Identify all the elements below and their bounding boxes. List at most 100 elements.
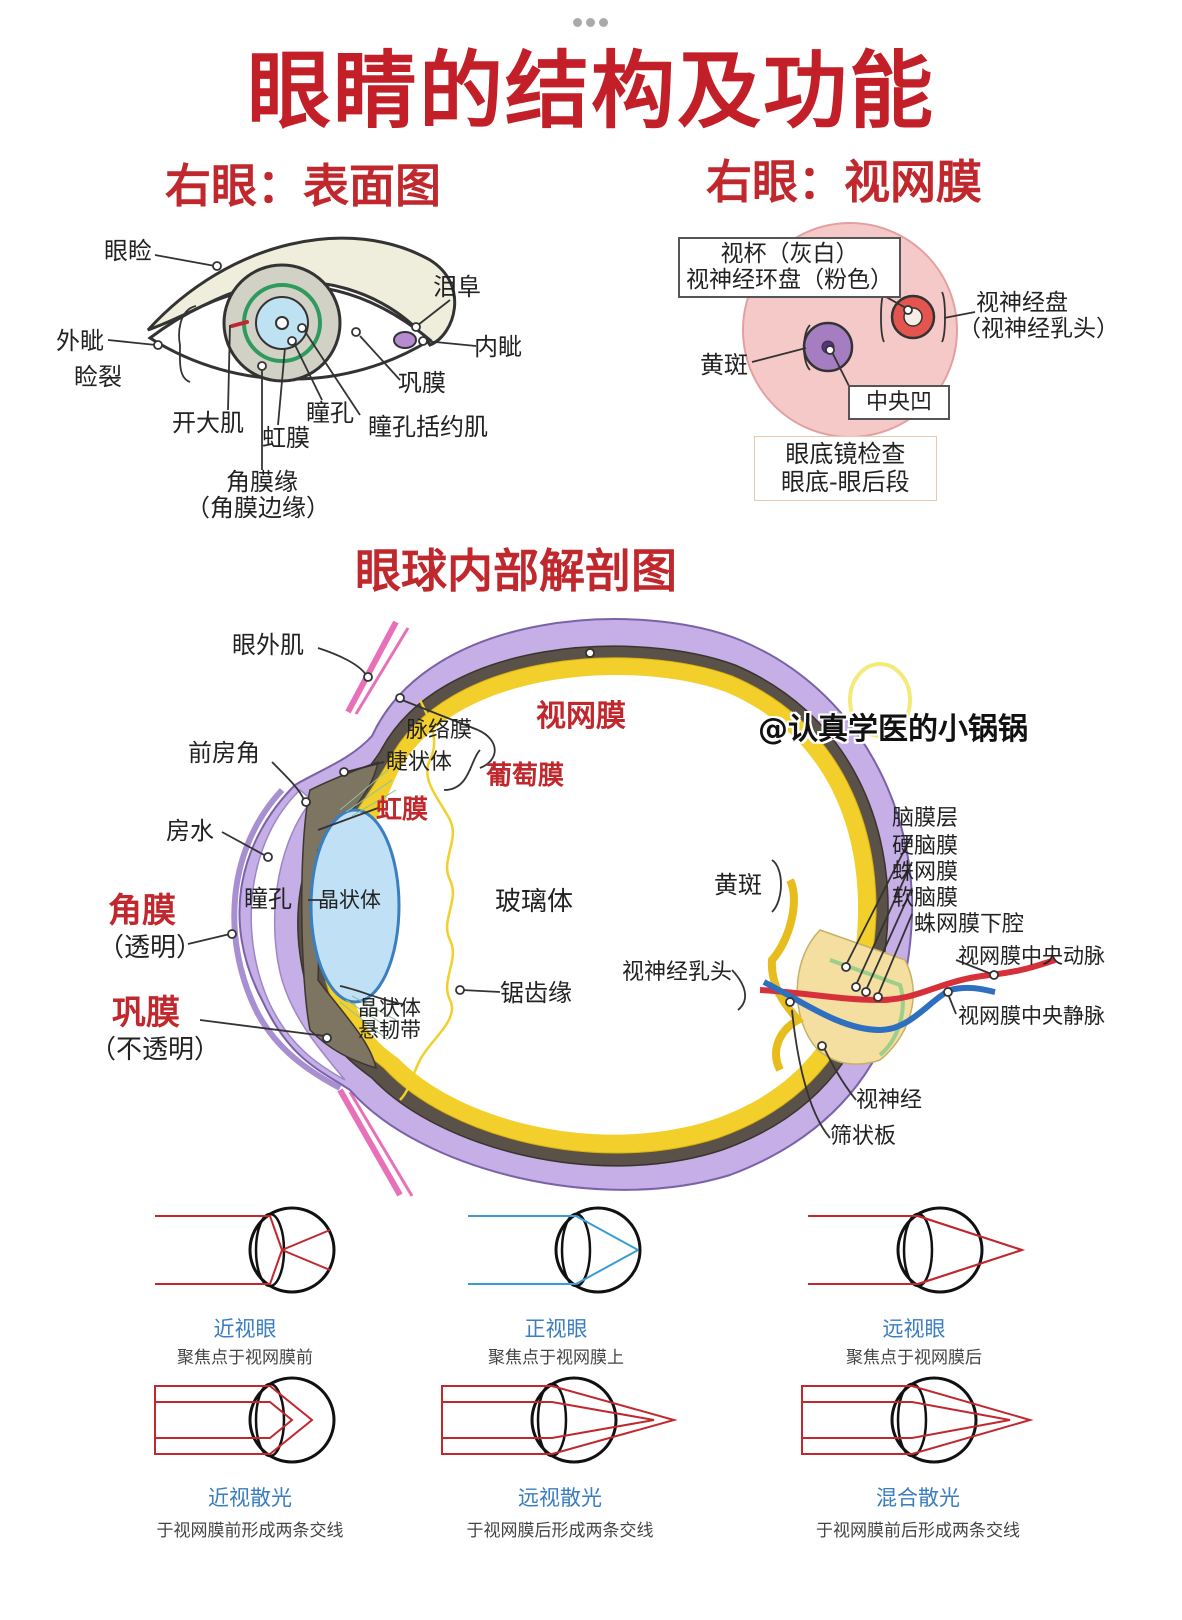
eye-circle-0 [248, 1206, 336, 1294]
label-fovea: 中央凹 [848, 385, 951, 421]
lens [309, 808, 401, 1004]
ray-desc-myopia: 聚焦点于视网膜前 [177, 1348, 313, 1368]
lens-ellipse-2 [902, 1212, 934, 1288]
label-fundus-line1: 眼底镜检查 [785, 440, 906, 468]
label-aqueous: 房水 [166, 817, 214, 845]
label-cup-line2: 视神经环盘（粉色） [686, 267, 893, 294]
label-artery: 视网膜中央动脉 [958, 944, 1105, 968]
eye-circle-2 [896, 1206, 984, 1294]
ray-top-2 [808, 1215, 1023, 1251]
extraocular-muscle-bottom2 [348, 1091, 414, 1197]
label-pupil: 瞳孔 [244, 885, 292, 913]
anatomy-heading: 眼球内部解剖图 [355, 544, 677, 598]
label-eyelid: 眼睑 [104, 237, 152, 265]
extraocular-muscle-top [345, 620, 399, 714]
label-limbus: 角膜缘 [226, 468, 298, 496]
label-zonule-1: 晶状体 [358, 996, 421, 1020]
ray-title-myopic-astig: 近视散光 [208, 1486, 292, 1510]
extraocular-muscle-top2 [354, 627, 410, 715]
lens-ellipse-3 [254, 1382, 286, 1458]
label-optic-nerve: 视神经 [856, 1088, 923, 1113]
label-optic-papilla: 视神经乳头 [622, 960, 733, 985]
ray-desc-emmetropia: 聚焦点于视网膜上 [488, 1348, 624, 1368]
ray-desc-mixed-astig: 于视网膜前后形成两条交线 [816, 1521, 1020, 1541]
cornea-front [250, 788, 346, 1081]
label-subarachnoid: 蛛网膜下腔 [914, 912, 1025, 937]
ray-title-emmetropia: 正视眼 [524, 1317, 588, 1341]
ora-serrata-line [399, 699, 455, 1101]
label-optic-disc: 视神经盘 [976, 290, 1068, 316]
eye-circle-1 [554, 1206, 642, 1294]
label-pupil-surface: 瞳孔 [306, 399, 354, 427]
extraocular-muscle-bottom [337, 1088, 403, 1197]
ray-diverge-0 [281, 1229, 331, 1271]
label-vein: 视网膜中央静脉 [958, 1004, 1105, 1028]
label-iris: 虹膜 [376, 795, 429, 825]
label-ciliary: 睫状体 [386, 750, 453, 775]
label-lens: 晶状体 [318, 888, 381, 912]
ray-bottom-0 [155, 1249, 283, 1285]
ray-desc-hyperopia: 聚焦点于视网膜后 [846, 1348, 982, 1368]
ray-bottom-2 [808, 1249, 1023, 1285]
fundus-box: 眼底镜检查 眼底-眼后段 [754, 436, 937, 502]
label-meninges: 脑膜层 [892, 806, 959, 831]
central-artery [759, 957, 1056, 1004]
page-title: 眼睛的结构及功能 [246, 42, 936, 140]
pupil-center [275, 316, 289, 330]
label-vitreous: 玻璃体 [495, 887, 574, 917]
caruncle-shape [393, 331, 417, 349]
label-fundus-line2: 眼底-眼后段 [781, 467, 910, 496]
label-limbus-alt: （角膜边缘） [186, 494, 330, 522]
eye-circle-3 [248, 1376, 336, 1464]
ray-desc-myopic-astig: 于视网膜前形成两条交线 [156, 1521, 344, 1541]
ray-title-hyperopia: 远视眼 [882, 1317, 946, 1341]
label-caruncle: 泪阜 [433, 273, 481, 301]
optic-cup-box: 视杯（灰白） 视神经环盘（粉色） [678, 237, 901, 298]
label-retina: 视网膜 [536, 699, 626, 734]
label-macula-retina: 黄斑 [700, 351, 748, 379]
label-palpebral-fissure: 睑裂 [74, 363, 122, 391]
cornea-outer [231, 787, 342, 1091]
lens-ellipse-1 [560, 1212, 592, 1288]
label-sclera: 巩膜 [112, 993, 180, 1033]
ray-outer-3 [154, 1385, 314, 1455]
ray-inner-4 [442, 1401, 655, 1439]
central-vein [762, 979, 996, 1034]
ray-outer-5 [801, 1385, 1034, 1455]
ray-title-hyperopic-astig: 远视散光 [518, 1486, 602, 1510]
vitreous-body [345, 674, 859, 1135]
label-pia: 软脑膜 [892, 886, 959, 911]
sparkle-icon [848, 662, 912, 738]
label-lamina: 筛状板 [830, 1124, 897, 1149]
ray-inner-5 [802, 1401, 1011, 1439]
label-cup-line1: 视杯（灰白） [720, 241, 859, 267]
more-dots-icon[interactable] [573, 12, 612, 31]
label-cornea: 角膜 [108, 891, 176, 931]
lens-ellipse-0 [254, 1212, 286, 1288]
watermark: @认真学医的小锅锅 [758, 712, 1028, 747]
label-uvea: 葡萄膜 [486, 761, 565, 791]
ciliary-iris [301, 760, 380, 1070]
label-sclera-note: （不透明） [90, 1035, 221, 1065]
label-lateral-canthus: 外眦 [56, 327, 104, 355]
ray-top-0 [155, 1215, 283, 1251]
ray-top-1 [468, 1215, 639, 1251]
lens-ellipse-4 [536, 1382, 568, 1458]
label-extraocular: 眼外肌 [232, 631, 304, 659]
eye-circle-5 [890, 1376, 978, 1464]
label-zonule-2: 悬韧带 [358, 1018, 421, 1042]
label-ora-serrata: 锯齿缘 [500, 979, 572, 1007]
label-iris-surface: 虹膜 [262, 424, 310, 452]
ray-inner-3 [155, 1401, 294, 1439]
retina-heading: 右眼：视网膜 [706, 155, 982, 209]
eye-circle-4 [530, 1376, 618, 1464]
ray-title-mixed-astig: 混合散光 [876, 1486, 960, 1510]
ray-desc-hyperopic-astig: 于视网膜后形成两条交线 [466, 1521, 654, 1541]
label-dilator: 开大肌 [172, 409, 244, 437]
label-dura: 硬脑膜 [892, 834, 959, 859]
